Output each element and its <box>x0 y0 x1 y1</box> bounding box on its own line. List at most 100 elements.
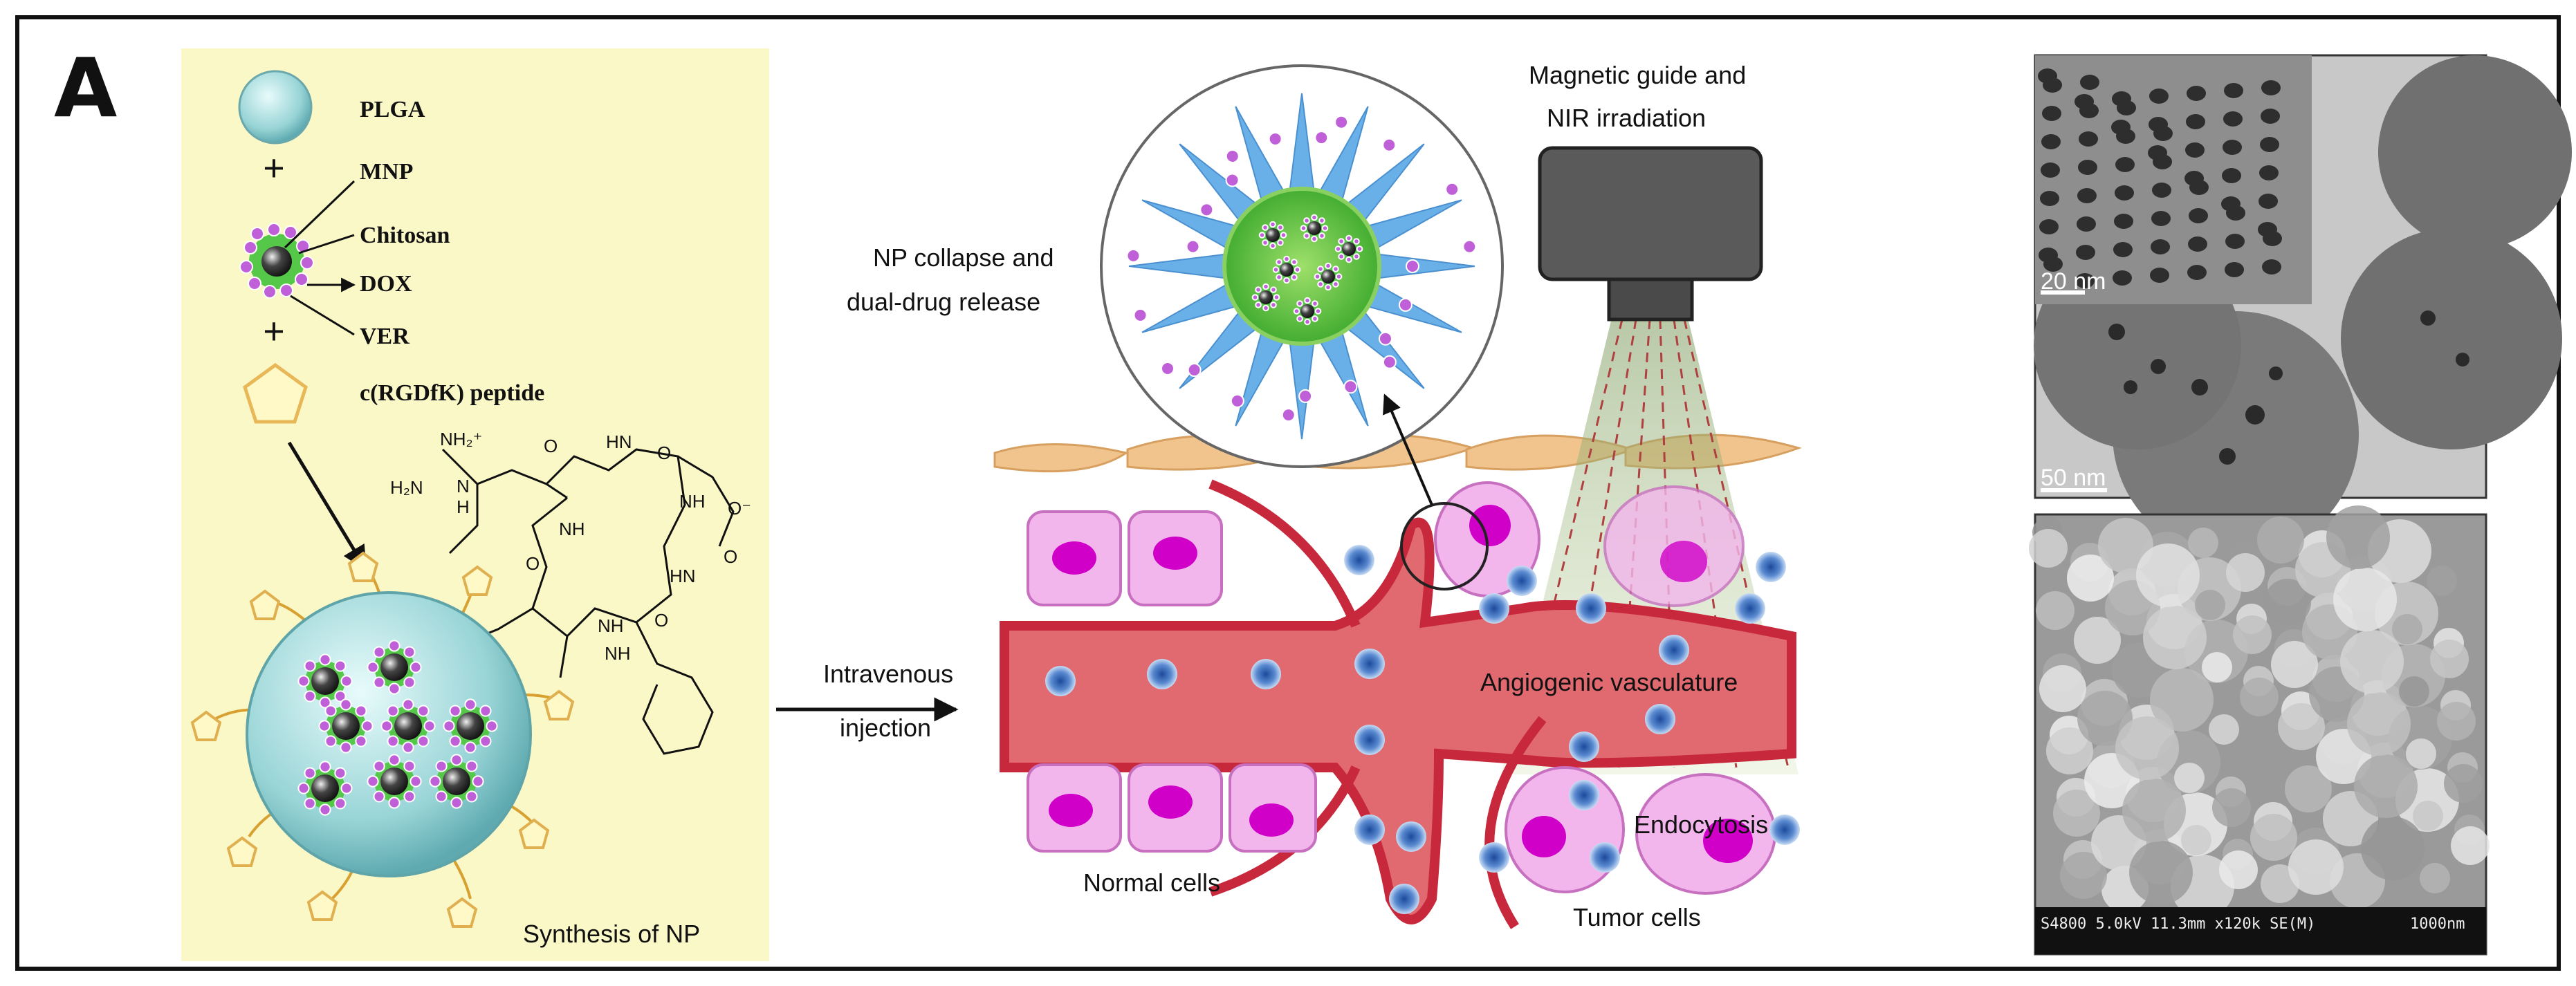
circulating-np <box>1147 659 1177 689</box>
released-drug <box>1343 380 1358 394</box>
collapse-magnified-np <box>1100 64 1504 468</box>
tem-particle <box>2261 80 2281 95</box>
released-drug <box>1225 173 1240 187</box>
tem-particle <box>2262 259 2281 275</box>
sem-grain <box>2413 801 2443 831</box>
circulating-np <box>1354 815 1385 845</box>
released-drug <box>1230 393 1244 408</box>
released-drug <box>1281 408 1296 422</box>
sem-grain <box>2122 779 2186 842</box>
sem-scale-label: 1000nm <box>2410 915 2465 933</box>
tem-particle <box>2187 265 2207 280</box>
np-core <box>380 698 436 754</box>
normal-cells-bottom <box>1027 763 1317 853</box>
sem-grain <box>2437 702 2476 741</box>
sem-grain <box>2098 518 2153 573</box>
circulating-np <box>1354 649 1385 679</box>
mag-core <box>1251 283 1280 312</box>
sem-grain <box>2340 630 2404 694</box>
sem-grain <box>2347 692 2411 756</box>
normal-cells-label: Normal cells <box>1083 868 1221 897</box>
tem-particle <box>2189 180 2209 195</box>
chem-nh3: NH <box>598 615 624 636</box>
injection-label-1: Intravenous <box>823 660 954 688</box>
tem-particle <box>2079 131 2098 147</box>
released-drug <box>1133 308 1148 322</box>
circulating-np <box>1576 593 1606 624</box>
mag-core <box>1258 221 1287 250</box>
sem-grain <box>2399 676 2429 707</box>
sem-grain <box>2420 863 2450 893</box>
tem-particle <box>2075 273 2095 288</box>
sem-info-label: S4800 5.0kV 11.3mm x120k SE(M) <box>2041 915 2316 933</box>
tem-particle <box>2078 160 2097 175</box>
tem-particle <box>2189 208 2208 223</box>
chem-h: H <box>457 496 470 517</box>
chem-o1: O <box>544 436 558 456</box>
collapse-label-2: dual-drug release <box>847 288 1041 316</box>
tem-particle <box>2260 137 2279 152</box>
released-drug <box>1126 248 1141 263</box>
tem-particle <box>2117 100 2136 115</box>
sem-grain <box>2247 740 2285 779</box>
sem-grain <box>2240 678 2279 716</box>
sem-grain <box>2219 850 2258 889</box>
chem-hn1: HN <box>606 431 632 452</box>
tem-particle <box>2079 103 2099 118</box>
tem-particle <box>2039 219 2059 234</box>
synthesis-caption: Synthesis of NP <box>523 920 701 948</box>
tem-particle <box>2077 188 2097 203</box>
sem-grain <box>2264 579 2311 626</box>
tem-particle <box>2115 185 2134 201</box>
sem-grain <box>2150 668 2214 732</box>
np-core <box>297 653 353 709</box>
mag-core <box>1314 262 1343 291</box>
collapse-label-1: NP collapse and <box>873 243 1054 272</box>
sem-grain <box>2427 566 2457 596</box>
sem-grain <box>2188 528 2218 558</box>
circulating-np <box>1507 566 1537 596</box>
np-core <box>318 698 374 754</box>
released-drug <box>1314 131 1329 145</box>
sem-grain <box>2036 591 2074 630</box>
sem-grain <box>2181 825 2211 855</box>
released-drug <box>1160 361 1175 375</box>
tem-particle <box>2263 231 2282 246</box>
chem-n: N <box>457 476 470 496</box>
magnet-label-1: Magnetic guide and <box>1529 61 1747 89</box>
chem-nh4: NH <box>605 643 631 664</box>
plga-sphere-icon <box>238 70 313 145</box>
tumor-cells-label: Tumor cells <box>1573 903 1701 931</box>
tem-particle <box>2113 242 2133 257</box>
released-drug <box>1378 331 1392 346</box>
circulating-np <box>1659 635 1689 665</box>
sem-grain <box>2250 814 2297 861</box>
tem-particle <box>2225 262 2244 277</box>
zoom-region-circle <box>1400 502 1489 590</box>
tem-particle <box>2113 270 2132 286</box>
tem-particle <box>2186 114 2205 129</box>
circulating-np <box>1354 725 1385 755</box>
circulating-np <box>1735 593 1765 624</box>
np-core <box>443 698 498 754</box>
sem-grain <box>2212 788 2251 827</box>
mag-core <box>1334 234 1363 263</box>
magnet-label-2: NIR irradiation <box>1547 104 1706 132</box>
tem-particle <box>2185 142 2205 158</box>
tem-particle <box>2040 191 2059 206</box>
circulating-np <box>1251 659 1281 689</box>
tem-particle <box>2152 183 2171 198</box>
sem-grain <box>2226 553 2265 592</box>
released-drug <box>1187 363 1202 378</box>
tem-particle <box>2041 134 2061 149</box>
sem-grain <box>2136 543 2200 607</box>
tumor-cells <box>1434 481 1776 895</box>
tem-particle <box>2223 140 2242 155</box>
tem-scale-label: 50 nm <box>2041 465 2106 491</box>
tem-particle <box>2043 257 2063 272</box>
sem-grain <box>2430 640 2469 678</box>
normal-cells-top <box>1027 510 1223 606</box>
sem-grain <box>2074 617 2121 664</box>
sem-grain <box>2143 606 2207 669</box>
tem-particle <box>2076 245 2095 260</box>
